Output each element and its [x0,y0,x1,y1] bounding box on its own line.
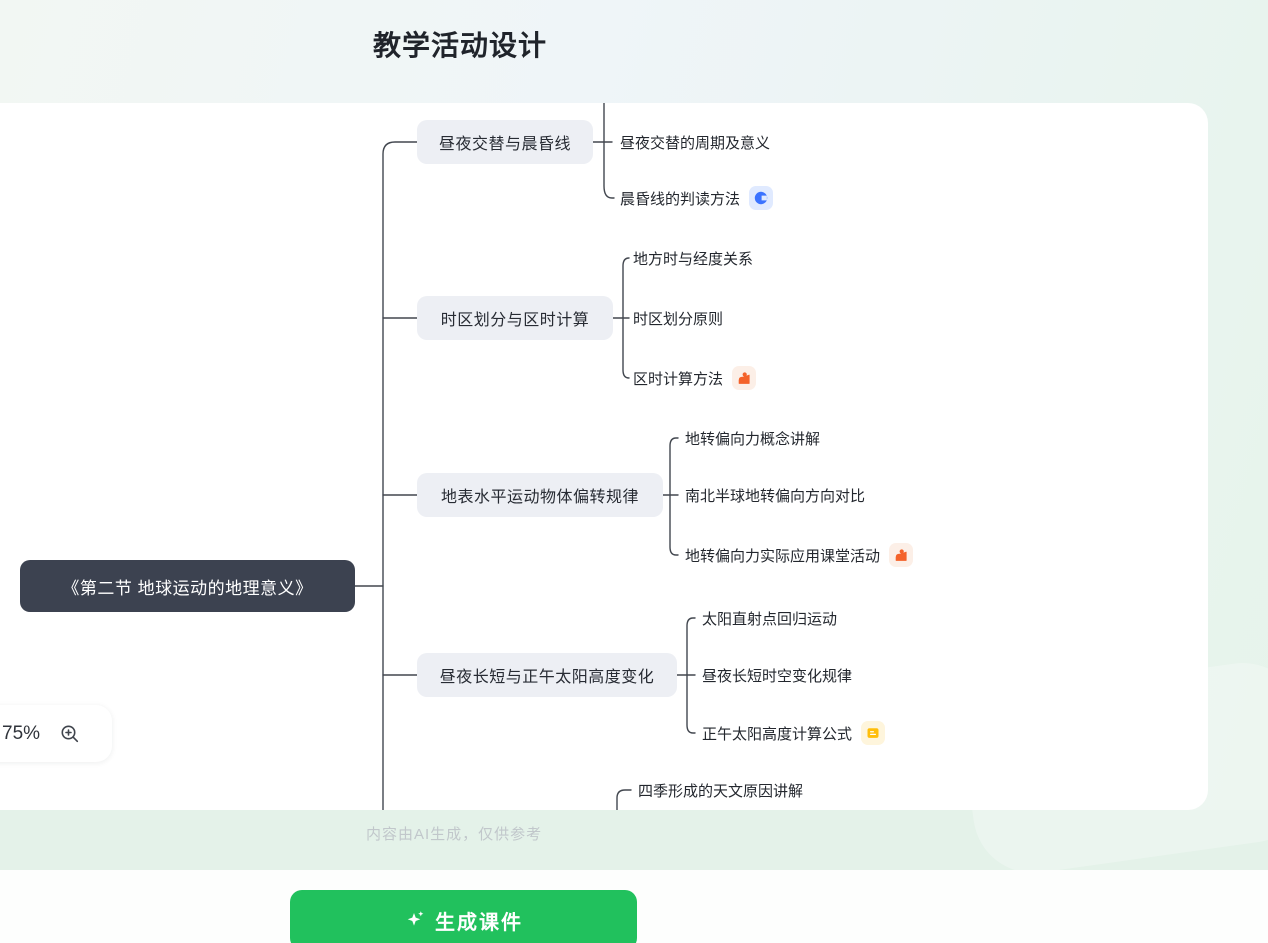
child-label: 地转偏向力实际应用课堂活动 [685,547,881,565]
child-label: 昼夜交替的周期及意义 [620,134,771,152]
child-label: 区时计算方法 [633,370,724,388]
zoom-in-icon[interactable] [58,722,82,746]
ai-disclaimer-text: 内容由AI生成，仅供参考 [366,826,543,843]
child-label: 南北半球地转偏向方向对比 [685,487,866,505]
child-label: 晨昏线的判读方法 [620,190,741,208]
branch-node-sun-altitude[interactable]: 昼夜长短与正午太阳高度变化 [417,653,677,697]
child-label: 地转偏向力概念讲解 [685,430,821,448]
child-label: 四季形成的天文原因讲解 [638,782,804,800]
child-node[interactable]: 昼夜长短时空变化规律 [702,663,852,687]
mindmap-icon[interactable] [749,186,774,210]
child-node[interactable]: 地转偏向力实际应用课堂活动 [685,543,914,567]
page-title: 教学活动设计 [373,30,548,61]
child-node[interactable]: 昼夜交替的周期及意义 [620,130,770,154]
hand-raise-icon[interactable] [732,366,757,390]
branch-node-time-zones[interactable]: 时区划分与区时计算 [417,296,613,340]
child-node[interactable]: 时区划分原则 [633,306,723,330]
child-node[interactable]: 南北半球地转偏向方向对比 [685,483,865,507]
mindmap-connectors [329,103,696,810]
child-label: 正午太阳高度计算公式 [702,725,853,743]
mindmap-root-node[interactable]: 《第二节 地球运动的地理意义》 [20,560,355,612]
child-node[interactable]: 四季形成的天文原因讲解 [638,778,803,802]
ai-disclaimer-band [0,810,1268,870]
sparkles-icon [404,909,426,931]
child-label: 昼夜长短时空变化规律 [702,667,853,685]
zoom-level-value: 75% [2,722,41,744]
child-node[interactable]: 正午太阳高度计算公式 [702,721,886,745]
note-icon[interactable] [861,721,886,745]
child-label: 时区划分原则 [633,310,724,328]
zoom-toolbar: 75% [0,705,112,762]
child-node[interactable]: 地转偏向力概念讲解 [685,426,820,450]
child-node[interactable]: 区时计算方法 [633,366,757,390]
hand-raise-icon[interactable] [889,543,914,567]
child-label: 地方时与经度关系 [633,250,754,268]
child-node[interactable]: 晨昏线的判读方法 [620,186,774,210]
child-node[interactable]: 地方时与经度关系 [633,246,753,270]
generate-button-label: 生成课件 [435,911,523,934]
branch-node-deflection[interactable]: 地表水平运动物体偏转规律 [417,473,663,517]
mindmap-canvas[interactable]: 《第二节 地球运动的地理意义》 昼夜交替与晨昏线 时区划分与区时计算 地表水平运… [0,103,1208,810]
generate-courseware-button[interactable]: 生成课件 [290,890,637,943]
child-label: 太阳直射点回归运动 [702,610,838,628]
branch-node-day-night[interactable]: 昼夜交替与晨昏线 [417,120,593,164]
child-node[interactable]: 太阳直射点回归运动 [702,606,837,630]
